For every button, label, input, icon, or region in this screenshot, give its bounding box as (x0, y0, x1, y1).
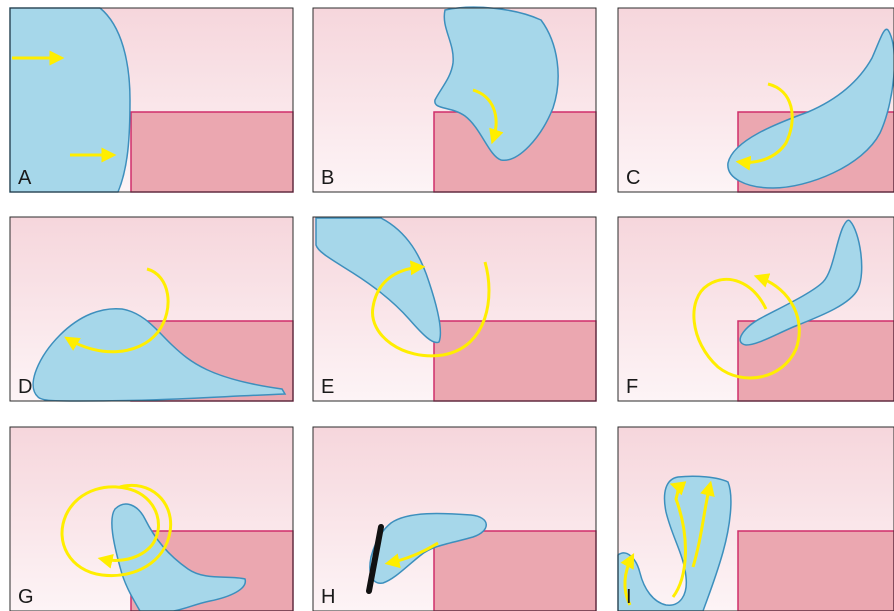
pink-block (131, 112, 293, 192)
cell-blob (10, 8, 130, 192)
panel-a: A (10, 8, 293, 192)
pink-block (434, 531, 596, 611)
panel-label: H (321, 586, 335, 608)
panel-label: B (321, 167, 334, 189)
panel-label: E (321, 376, 334, 398)
panel-label: G (18, 586, 34, 608)
panel-label: A (18, 167, 32, 189)
panel-e: E (313, 217, 596, 401)
panel-label: D (18, 376, 32, 398)
panel-i: I (618, 427, 894, 611)
panel-d: D (10, 217, 293, 401)
panel-h: H (313, 427, 596, 611)
panel-label: F (626, 376, 638, 398)
panel-g: G (10, 427, 293, 611)
panel-label: I (626, 586, 632, 608)
panel-label: C (626, 167, 640, 189)
pink-block (738, 531, 894, 611)
panel-c: C (618, 8, 894, 192)
panel-f: F (618, 217, 894, 401)
pink-block (434, 321, 596, 401)
panel-b: B (313, 7, 596, 192)
